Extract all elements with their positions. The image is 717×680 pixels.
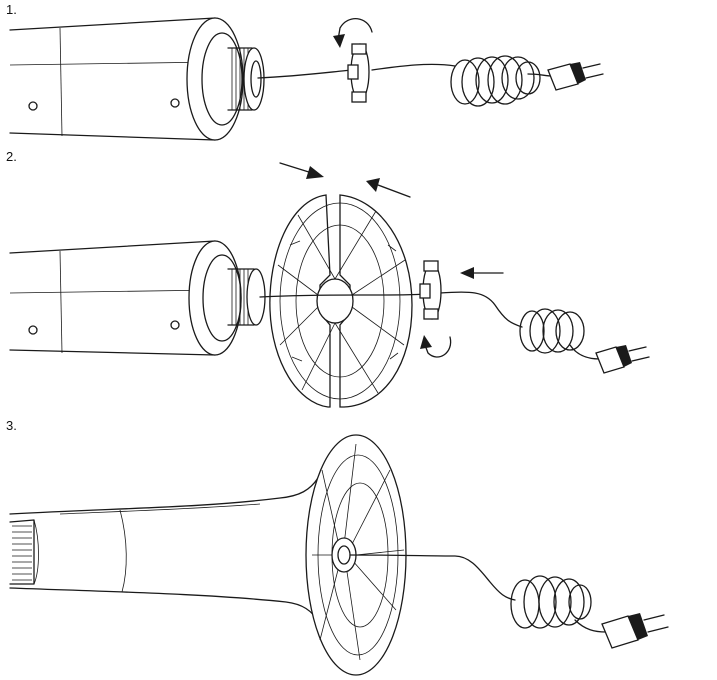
- pole-body: [9, 477, 321, 625]
- step-2-label: 2.: [6, 149, 17, 164]
- plug-icon: [595, 345, 650, 374]
- pole-grille: [9, 519, 35, 585]
- power-cable: [257, 69, 353, 79]
- coiled-cable: [510, 575, 607, 633]
- step-3-label: 3.: [6, 418, 17, 433]
- threaded-neck: [227, 268, 266, 326]
- coiled-cable: [519, 308, 601, 360]
- push-arrow-icon: [460, 267, 504, 279]
- locking-nut: [419, 260, 442, 320]
- plug-icon: [601, 613, 669, 649]
- step-2-panel: 2.: [0, 145, 717, 410]
- rotate-arrow-icon: [420, 335, 452, 358]
- push-arrow-icon: [366, 178, 411, 198]
- power-cable: [349, 554, 516, 601]
- step-1-label: 1.: [6, 2, 17, 17]
- rotate-arrow-icon: [333, 18, 373, 48]
- step-1-panel: 1.: [0, 0, 717, 145]
- pole-body: [9, 17, 244, 141]
- base-disc: [269, 194, 413, 408]
- locking-nut: [347, 43, 370, 103]
- step-3-panel: 3.: [0, 410, 717, 680]
- push-arrow-icon: [279, 162, 324, 179]
- pole-body: [9, 240, 242, 356]
- step-3-illustration: [9, 434, 669, 676]
- step-2-illustration: [9, 162, 650, 408]
- coiled-cable: [450, 55, 553, 107]
- threaded-neck: [227, 47, 265, 111]
- plug-icon: [547, 62, 604, 91]
- step-1-illustration: [9, 17, 604, 141]
